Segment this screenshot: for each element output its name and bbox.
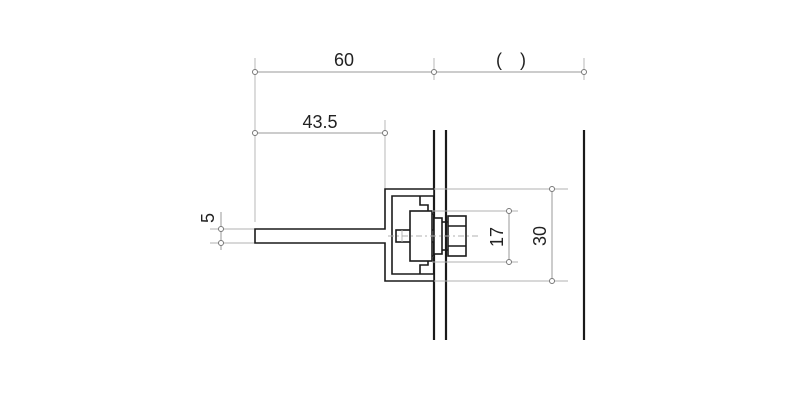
dimension-node [549, 278, 555, 284]
profile-outline [254, 188, 435, 282]
bolt-assembly [388, 210, 480, 262]
channel-height-dimension: 30 [434, 186, 568, 284]
dimension-node [382, 130, 388, 136]
dimension-node [506, 259, 512, 265]
dimension-node [218, 240, 224, 246]
dimension-node [252, 69, 258, 75]
dimension-node [431, 69, 437, 75]
dimension-label-43-5: 43.5 [302, 112, 337, 132]
flange-dimension: 43.5 [252, 112, 388, 190]
dimension-node [218, 226, 224, 232]
bolt-spacing-dimension: 17 [432, 208, 518, 265]
dimension-label-30: 30 [530, 226, 550, 246]
dimension-label-60: 60 [334, 50, 354, 70]
dimension-node [252, 130, 258, 136]
dimension-node [549, 186, 555, 192]
thickness-dimension: 5 [198, 212, 256, 250]
top-dimension-chain: 60 ( ) [252, 50, 587, 222]
dimension-node [581, 69, 587, 75]
dimension-label-17: 17 [487, 227, 507, 247]
dimension-label-5: 5 [198, 213, 218, 223]
dimension-label-unspecified: ( ) [496, 50, 526, 70]
dimension-node [506, 208, 512, 214]
